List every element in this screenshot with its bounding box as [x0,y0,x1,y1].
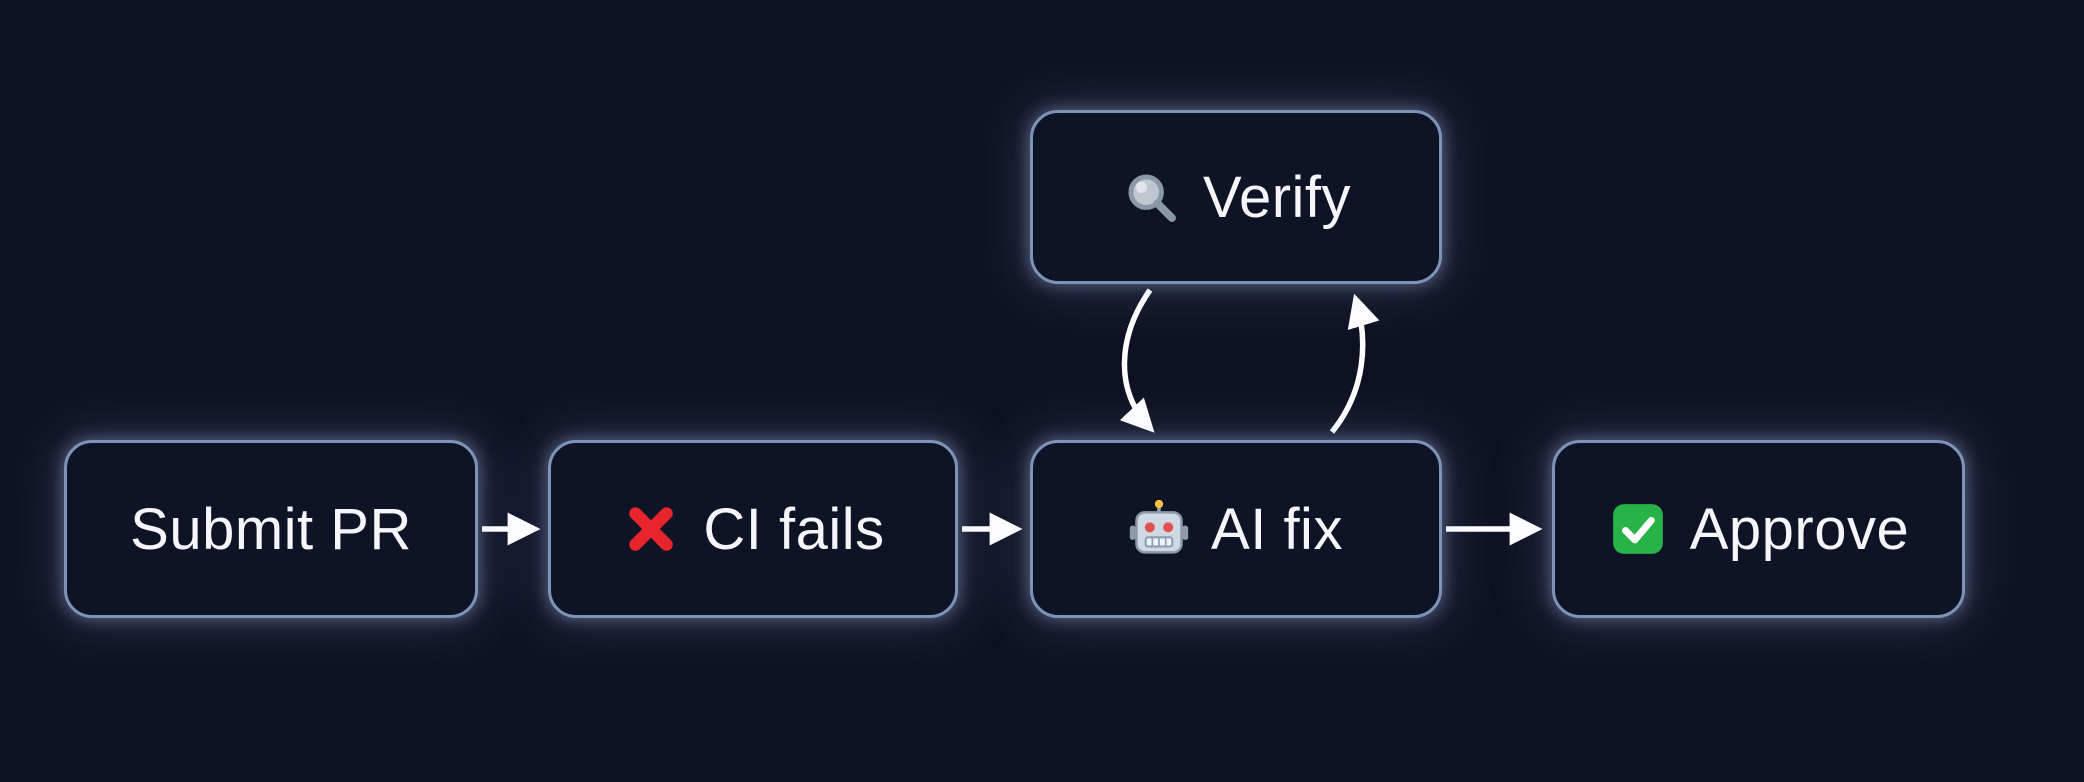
cross-mark-icon [621,499,681,559]
check-mark-icon [1608,499,1668,559]
edge-aifix-to-verify [1329,293,1380,434]
node-label: Verify [1202,164,1352,230]
node-label: Submit PR [130,496,412,562]
node-submit-pr: Submit PR [64,440,478,618]
node-ai-fix: AI fix [1030,440,1442,618]
node-label: CI fails [703,496,885,562]
edge-verify-to-aifix [1119,288,1155,433]
node-label: AI fix [1211,496,1343,562]
magnifying-glass-icon [1121,167,1181,227]
robot-icon [1129,499,1189,559]
node-ci-fails: CI fails [548,440,958,618]
node-verify: Verify [1030,110,1442,284]
node-approve: Approve [1552,440,1965,618]
node-label: Approve [1689,496,1910,562]
